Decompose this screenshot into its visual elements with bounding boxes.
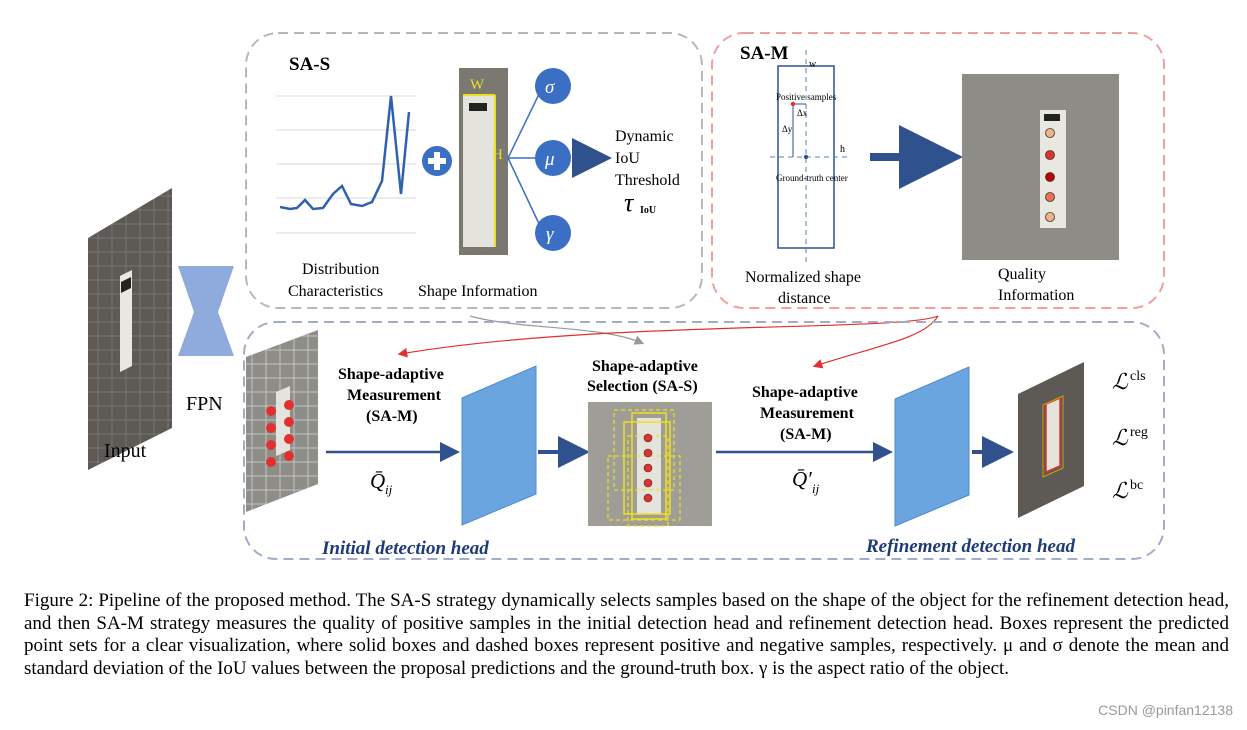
sa-m-title: SA-M bbox=[740, 43, 789, 64]
quality-label-1: Quality bbox=[998, 266, 1046, 283]
gt-center-label: Ground-truth center bbox=[776, 173, 848, 183]
shape-image bbox=[459, 68, 508, 255]
measurement-2-line-1: Shape-adaptive bbox=[752, 384, 858, 401]
grid-image bbox=[246, 330, 318, 512]
fpn-shape bbox=[178, 266, 234, 356]
dynamic-line-2: IoU bbox=[615, 150, 640, 167]
plus-icon bbox=[422, 146, 452, 176]
measurement-2-line-2: Measurement bbox=[760, 405, 855, 422]
h-lower-label: h bbox=[840, 144, 845, 155]
measurement-1-line-3: (SA-M) bbox=[366, 408, 418, 425]
sa-s-box bbox=[245, 32, 703, 309]
loss-reg: ℒ bbox=[1112, 425, 1129, 450]
shape-label: Shape Information bbox=[418, 283, 538, 300]
fpn-label: FPN bbox=[186, 393, 223, 415]
positive-samples-label: Positive samples bbox=[776, 92, 837, 102]
normalized-label-1: Normalized shape bbox=[745, 269, 861, 286]
quality-label-2: Information bbox=[998, 287, 1074, 304]
selection-line-2: Selection (SA-S) bbox=[587, 378, 698, 395]
refine-head-label: Refinement detection head bbox=[865, 536, 1075, 557]
figure-caption: Figure 2: Pipeline of the proposed metho… bbox=[24, 590, 1229, 679]
dynamic-line-1: Dynamic bbox=[615, 128, 674, 145]
normalized-label-2: distance bbox=[778, 290, 830, 307]
selection-image bbox=[588, 402, 712, 527]
quality-image bbox=[962, 74, 1119, 260]
mu-label: μ bbox=[544, 149, 555, 170]
dy-label: Δy bbox=[782, 124, 793, 134]
pipeline-figure: Input FPN SA-S Distribution Characterist… bbox=[88, 32, 1165, 560]
dynamic-line-3: Threshold bbox=[615, 172, 680, 189]
refine-head-panel bbox=[894, 366, 970, 527]
watermark: CSDN @pinfan12138 bbox=[1098, 702, 1233, 718]
sa-s-title: SA-S bbox=[289, 54, 330, 75]
gray-connector-arrow bbox=[469, 315, 645, 345]
h-label: H bbox=[492, 147, 503, 163]
sa-m-box bbox=[711, 32, 1165, 309]
selection-line-1: Shape-adaptive bbox=[592, 358, 698, 375]
w-lower-label: w bbox=[809, 59, 817, 70]
mu-node bbox=[535, 140, 571, 176]
dist-label-1: Distribution bbox=[302, 261, 379, 278]
q-refine: Q̄′ bbox=[792, 467, 812, 491]
normalized-shape-diagram bbox=[770, 50, 850, 262]
loss-bc: ℒ bbox=[1112, 478, 1129, 503]
detection-head-box bbox=[243, 321, 1165, 560]
w-label: W bbox=[470, 77, 485, 93]
measurement-2-line-3: (SA-M) bbox=[780, 426, 832, 443]
q-initial-subscript: ij bbox=[385, 482, 393, 497]
q-initial: Q̄ bbox=[370, 469, 385, 493]
loss-cls: ℒ bbox=[1112, 369, 1129, 394]
distribution-chart bbox=[276, 95, 416, 234]
gamma-label: γ bbox=[546, 224, 554, 245]
tau-symbol: τ bbox=[624, 188, 635, 217]
dist-label-2: Characteristics bbox=[288, 283, 383, 300]
gamma-node bbox=[535, 215, 571, 251]
loss-bc-sup: bc bbox=[1130, 478, 1143, 493]
dx-label: Δx bbox=[797, 108, 808, 118]
loss-cls-sup: cls bbox=[1130, 369, 1146, 384]
sigma-node bbox=[535, 68, 571, 104]
initial-head-panel bbox=[461, 365, 537, 526]
measurement-1-line-1: Shape-adaptive bbox=[338, 366, 444, 383]
measurement-1-line-2: Measurement bbox=[347, 387, 442, 404]
initial-head-label: Initial detection head bbox=[321, 538, 489, 559]
input-label: Input bbox=[104, 440, 147, 462]
loss-reg-sup: reg bbox=[1130, 425, 1148, 440]
output-image bbox=[1018, 362, 1084, 518]
sigma-label: σ bbox=[545, 77, 555, 98]
input-image bbox=[88, 188, 172, 470]
q-refine-subscript: ij bbox=[812, 481, 820, 496]
tau-subscript: IoU bbox=[640, 205, 656, 216]
